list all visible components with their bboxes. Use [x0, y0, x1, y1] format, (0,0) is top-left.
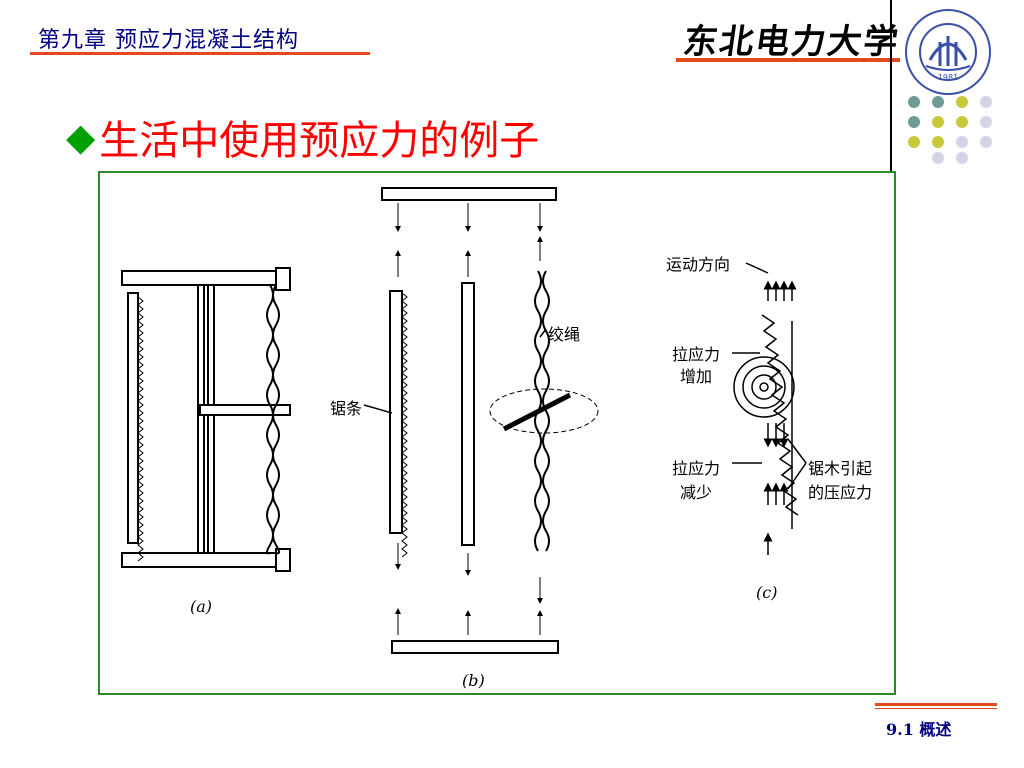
components-drawing [381, 187, 599, 654]
chapter-underline [30, 52, 370, 55]
figure-frame: 锯条 绞绳 运动方向 拉应力 增加 拉应力 减少 锯木引起 的压应力 (a) (… [98, 171, 896, 695]
label-compressive-2: 的压应力 [808, 483, 873, 502]
decorative-dots [908, 96, 992, 164]
section-label: 9.1 概述 [886, 720, 952, 739]
label-compressive-1: 锯木引起 [808, 459, 873, 478]
university-logo-text: 东北电力大学 [680, 22, 903, 62]
seal-year: 1981 [938, 73, 958, 82]
label-tension-increase-2: 增加 [680, 367, 713, 386]
label-tension-decrease-1: 拉应力 [672, 459, 721, 478]
footer-line [875, 703, 997, 706]
force-arrows [395, 203, 543, 635]
footer-line-thin [875, 708, 997, 709]
logo-underline [676, 58, 900, 62]
caption-a: (a) [190, 597, 213, 616]
label-motion-direction: 运动方向 [666, 255, 731, 274]
label-tension-increase-1: 拉应力 [672, 345, 721, 364]
label-tension-decrease-2: 减少 [680, 483, 713, 502]
figure-drawing [121, 187, 807, 654]
caption-c: (c) [756, 583, 778, 602]
header-divider [890, 0, 892, 172]
chapter-title: 第九章 预应力混凝土结构 [38, 28, 299, 53]
slide-title-text: 生活中使用预应力的例子 [99, 118, 540, 164]
diamond-bullet-icon: ◆ [66, 115, 96, 159]
label-blade: 锯条 [330, 399, 363, 418]
label-rope: 绞绳 [548, 325, 581, 344]
university-seal-icon: 1981 [905, 9, 991, 95]
stress-diagram [363, 262, 807, 555]
caption-b: (b) [462, 671, 485, 690]
bow-saw-drawing [121, 267, 291, 572]
slide-title: ◆ 生活中使用预应力的例子 [66, 108, 539, 166]
